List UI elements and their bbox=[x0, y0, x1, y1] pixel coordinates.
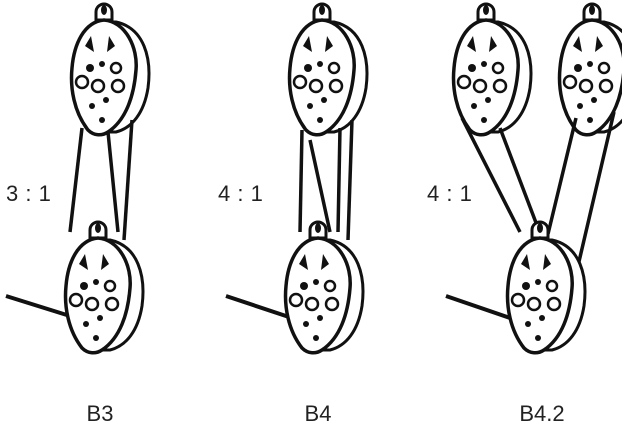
caption-b3: B3 bbox=[60, 401, 140, 427]
caption-b4: B4 bbox=[278, 401, 358, 427]
block-b4-bottom bbox=[286, 222, 363, 353]
ratio-label-b42: 4 : 1 bbox=[427, 181, 472, 207]
block-b42-top-left bbox=[454, 4, 531, 135]
block-b3-bottom bbox=[66, 222, 143, 353]
block-b42-bottom bbox=[508, 222, 585, 353]
block-b4-top bbox=[290, 4, 367, 135]
ratio-label-b3: 3 : 1 bbox=[6, 181, 51, 207]
caption-b42: B4.2 bbox=[502, 401, 582, 427]
ratio-label-b4: 4 : 1 bbox=[218, 181, 263, 207]
block-b3-top bbox=[72, 4, 149, 135]
